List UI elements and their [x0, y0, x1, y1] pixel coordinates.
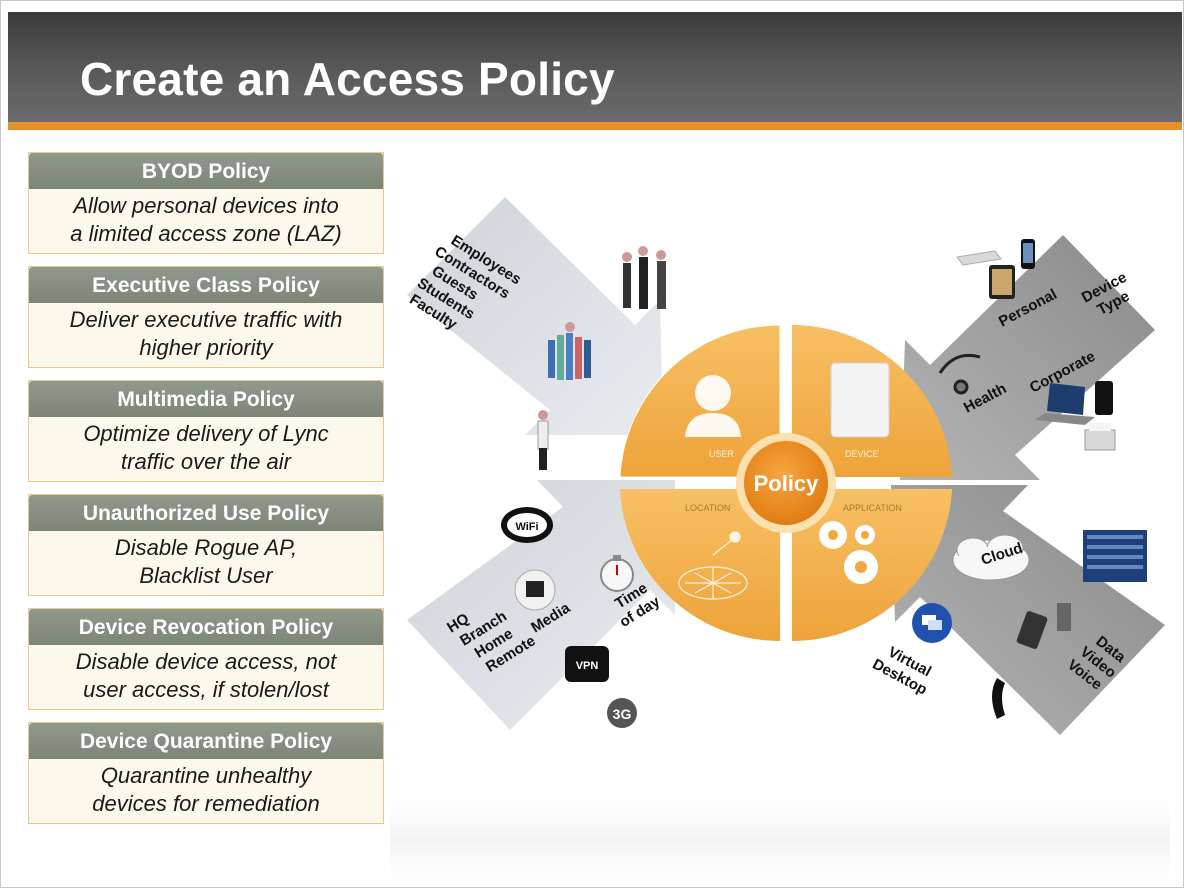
- map-pin-grid-icon: [678, 531, 748, 600]
- vpn-badge-text: VPN: [576, 660, 599, 672]
- slide-title: Create an Access Policy: [80, 53, 615, 105]
- tablet-icon: [830, 362, 890, 438]
- video-phone-icon: [1016, 603, 1071, 649]
- business-people-icon: [622, 246, 666, 309]
- policy-card-multimedia: Multimedia Policy Optimize delivery of L…: [28, 380, 384, 482]
- quadrant-label-device: DEVICE: [845, 449, 879, 459]
- policy-card-device-revocation: Device Revocation Policy Disable device …: [28, 608, 384, 710]
- user-arrow: [407, 197, 663, 435]
- policy-card-byod: BYOD Policy Allow personal devices into …: [28, 152, 384, 254]
- reflection-fade: [390, 800, 1170, 880]
- policy-name: Device Quarantine Policy: [29, 723, 383, 759]
- policy-description: Quarantine unhealthy devices for remedia…: [92, 763, 320, 816]
- policy-list: BYOD Policy Allow personal devices into …: [28, 152, 384, 836]
- center-circle: [744, 441, 828, 525]
- laptop-icon: [1035, 383, 1095, 425]
- policy-card-unauthorized-use: Unauthorized Use Policy Disable Rogue AP…: [28, 494, 384, 596]
- policy-card-device-quarantine: Device Quarantine Policy Quarantine unhe…: [28, 722, 384, 824]
- blackberry-icon: [1095, 381, 1113, 415]
- quadrant-label-user: USER: [709, 449, 735, 459]
- slide-header: [8, 12, 1182, 122]
- policy-description: Disable Rogue AP, Blacklist User: [114, 535, 298, 588]
- policy-description: Disable device access, not user access, …: [75, 649, 337, 702]
- stopwatch-icon: [600, 555, 634, 592]
- policy-description: Deliver executive traffic with higher pr…: [69, 307, 343, 360]
- policy-name: Executive Class Policy: [29, 267, 383, 303]
- policy-name: Unauthorized Use Policy: [29, 495, 383, 531]
- header-accent-stripe: [8, 122, 1182, 130]
- binary-data-icon: [1083, 530, 1147, 582]
- stethoscope-icon: [938, 353, 981, 395]
- smartphone-icon: [1021, 239, 1035, 269]
- single-person-icon: [537, 410, 549, 470]
- tablet-device-icon: [989, 265, 1015, 299]
- user-silhouette-icon: [685, 375, 741, 437]
- 3g-badge-text: 3G: [613, 706, 632, 722]
- quadrant-label-application: APPLICATION: [843, 503, 902, 513]
- policy-name: Device Revocation Policy: [29, 609, 383, 645]
- 3g-badge-icon: 3G: [607, 698, 637, 728]
- virtual-desktop-label: Virtual Desktop: [870, 644, 934, 699]
- gears-icon: [819, 521, 878, 584]
- wifi-badge-icon: WiFi: [501, 507, 553, 543]
- center-policy-label: Policy: [754, 471, 820, 496]
- policy-name: Multimedia Policy: [29, 381, 383, 417]
- group-people-icon: [548, 322, 591, 380]
- quadrant-label-location: LOCATION: [685, 503, 730, 513]
- telephone-handset-icon: [992, 678, 1005, 719]
- policy-description: Optimize delivery of Lync traffic over t…: [83, 421, 329, 474]
- vpn-badge-icon: VPN: [565, 646, 609, 682]
- cloud-icon: Cloud: [952, 534, 1030, 581]
- printer-icon: [1084, 423, 1116, 451]
- policy-name: BYOD Policy: [29, 153, 383, 189]
- policy-card-executive-class: Executive Class Policy Deliver executive…: [28, 266, 384, 368]
- policy-description: Allow personal devices into a limited ac…: [70, 193, 342, 246]
- media-disk-icon: [514, 569, 556, 611]
- quadrant-location: [620, 489, 780, 642]
- device-arrow: [900, 235, 1155, 480]
- virtual-desktop-icon: [912, 603, 952, 643]
- wifi-badge-text: WiFi: [515, 521, 538, 533]
- keyboard-icon: [956, 250, 1002, 266]
- policy-diagram: USER DEVICE LOCATION APPLICATION Policy …: [406, 197, 1165, 735]
